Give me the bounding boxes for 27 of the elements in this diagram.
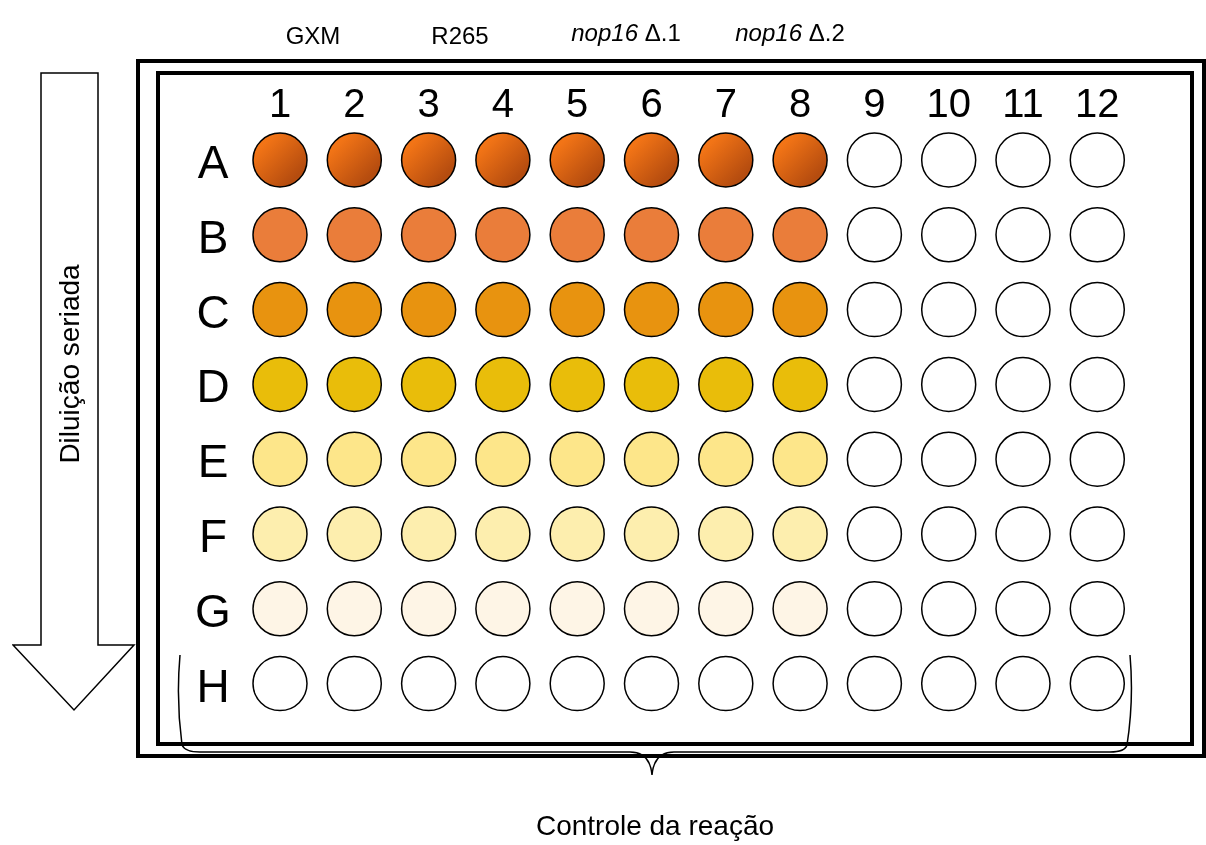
column-number: 8 <box>788 83 812 123</box>
column-number: 3 <box>417 83 440 123</box>
row-letter: D <box>196 363 230 410</box>
column-group-label: GXM <box>285 24 341 48</box>
column-group-label: nop16 Δ.2 <box>735 21 845 45</box>
row-letter: C <box>196 288 230 335</box>
row-letter: B <box>197 213 229 260</box>
column-group-label: R265 <box>431 24 489 48</box>
row-letter: A <box>197 139 229 185</box>
row-letter: H <box>196 662 230 709</box>
column-number: 4 <box>491 83 514 123</box>
bracket-label: Controle da reação <box>535 812 775 840</box>
column-number: 7 <box>714 83 737 123</box>
column-number: 6 <box>640 83 663 123</box>
row-letter: E <box>197 438 229 485</box>
down-arrow <box>12 72 136 712</box>
column-number: 11 <box>1002 83 1044 123</box>
column-group-label: nop16 Δ.1 <box>571 21 681 45</box>
column-number: 2 <box>343 83 366 123</box>
column-number: 1 <box>268 83 292 123</box>
arrow-label: Diluição seriada <box>56 264 84 464</box>
column-number: 5 <box>566 83 589 123</box>
column-number: 12 <box>1075 83 1120 123</box>
row-letter: G <box>195 587 231 634</box>
column-number: 10 <box>926 83 971 123</box>
row-letter: F <box>198 513 228 559</box>
column-number: 9 <box>863 83 886 123</box>
